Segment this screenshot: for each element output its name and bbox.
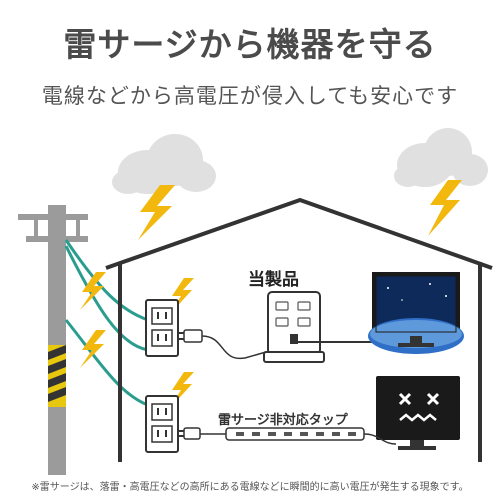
footnote: ※雷サージは、落雷・高電圧などの高所にある電線などに瞬間的に高い電圧が発生する現… <box>31 482 469 493</box>
utility-pole-icon <box>18 205 88 475</box>
cloud-icon <box>394 128 488 187</box>
monitor-icon <box>368 272 464 354</box>
wall-outlet-icon <box>145 395 179 453</box>
lightning-bolt-icon <box>80 330 106 368</box>
power-plug-icon <box>178 329 203 343</box>
lightning-bolt-icon <box>428 180 462 236</box>
non-compatible-strip-label: 雷サージ非対応タップ <box>218 413 348 428</box>
power-plug-icon <box>178 427 201 440</box>
product-label: 当製品 <box>248 270 299 290</box>
wall-outlet-icon <box>145 299 179 357</box>
page-title: 雷サージから機器を守る <box>63 25 437 64</box>
surge-protector-icon <box>263 291 325 363</box>
house-icon <box>105 197 493 462</box>
cloud-icon <box>112 134 216 194</box>
lightning-bolt-icon <box>138 185 175 240</box>
page-subtitle: 電線などから高電圧が侵入しても安心です <box>41 84 459 108</box>
power-strip-icon <box>225 427 365 441</box>
lightning-bolt-icon <box>80 272 106 310</box>
broken-monitor-icon <box>376 376 460 450</box>
